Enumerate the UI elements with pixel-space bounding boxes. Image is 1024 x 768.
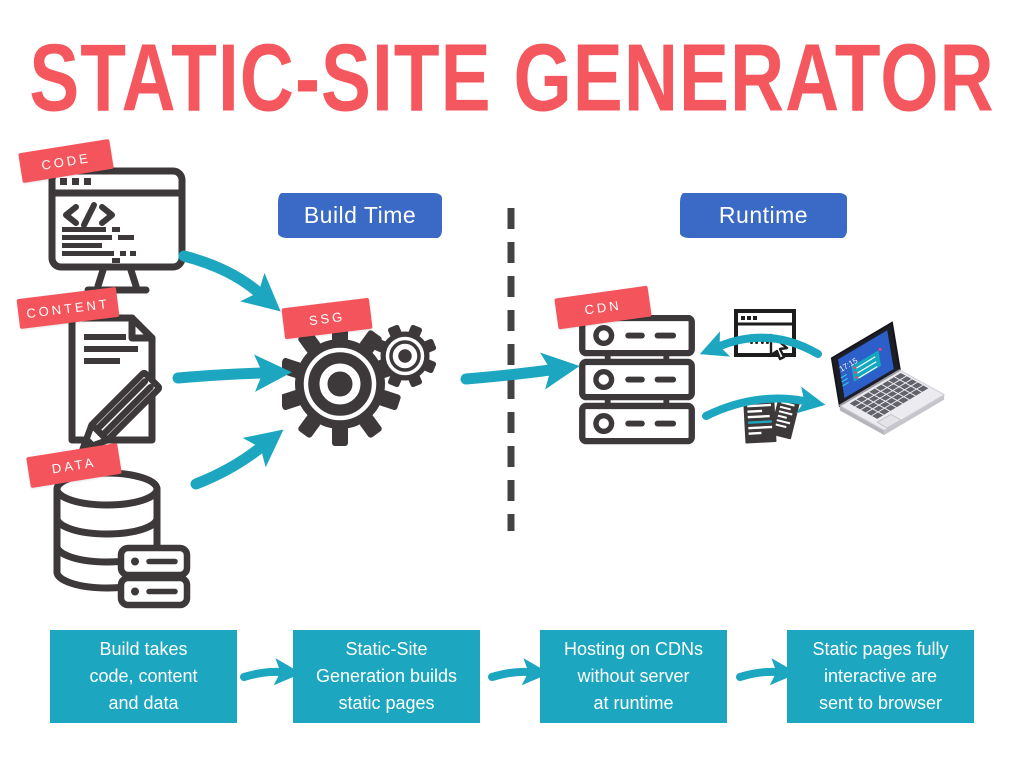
build-time-label: Build Time [303, 202, 417, 228]
step-line: Hosting on CDNs [563, 639, 704, 659]
step-box-build: Build takes code, content and data [50, 630, 237, 723]
step-line: interactive are [823, 666, 938, 686]
arrow-content-to-ssg [172, 354, 292, 392]
cdn-server-icon [579, 315, 695, 445]
static-pages-icon [743, 395, 801, 444]
step-line: without server [577, 666, 690, 686]
arrow-step-2-3 [488, 658, 550, 686]
step-line: Generation builds [315, 666, 458, 686]
page-title: STATIC-SITE GENERATOR [29, 23, 995, 131]
document-pencil-icon [68, 314, 163, 453]
step-line: and data [108, 693, 179, 713]
step-box-delivery: Static pages fully interactive are sent … [787, 630, 974, 723]
gears-icon [282, 322, 437, 446]
runtime-label: Runtime [718, 202, 809, 228]
arrow-ssg-to-cdn [460, 352, 580, 390]
arrow-step-3-4 [736, 658, 798, 686]
laptop-icon: 17:15 [830, 321, 946, 436]
data-tag-label: DATA [50, 454, 98, 477]
step-box-generation: Static-Site Generation builds static pag… [293, 630, 480, 723]
step-line: static pages [338, 693, 435, 713]
step-line: Static-Site [345, 639, 428, 659]
cdn-tag-label: CDN [583, 297, 623, 318]
step-box-hosting: Hosting on CDNs without server at runtim… [540, 630, 727, 723]
arrow-data-to-ssg [190, 429, 284, 490]
monitor-code-icon [48, 167, 186, 294]
runtime-badge: Runtime [680, 193, 847, 238]
database-icon [53, 469, 191, 609]
step-line: code, content [89, 666, 198, 686]
step-line: Static pages fully [812, 639, 949, 659]
step-line: sent to browser [818, 693, 943, 713]
browser-www-icon: www [734, 309, 796, 361]
step-line: Build takes [99, 639, 188, 659]
content-tag-label: CONTENT [25, 295, 111, 321]
ssg-tag-label: SSG [307, 308, 347, 329]
code-tag-label: CODE [40, 149, 92, 173]
arrow-code-to-ssg [178, 250, 281, 312]
arrow-step-1-2 [240, 658, 302, 686]
build-time-badge: Build Time [278, 193, 442, 238]
step-line: at runtime [593, 693, 674, 713]
